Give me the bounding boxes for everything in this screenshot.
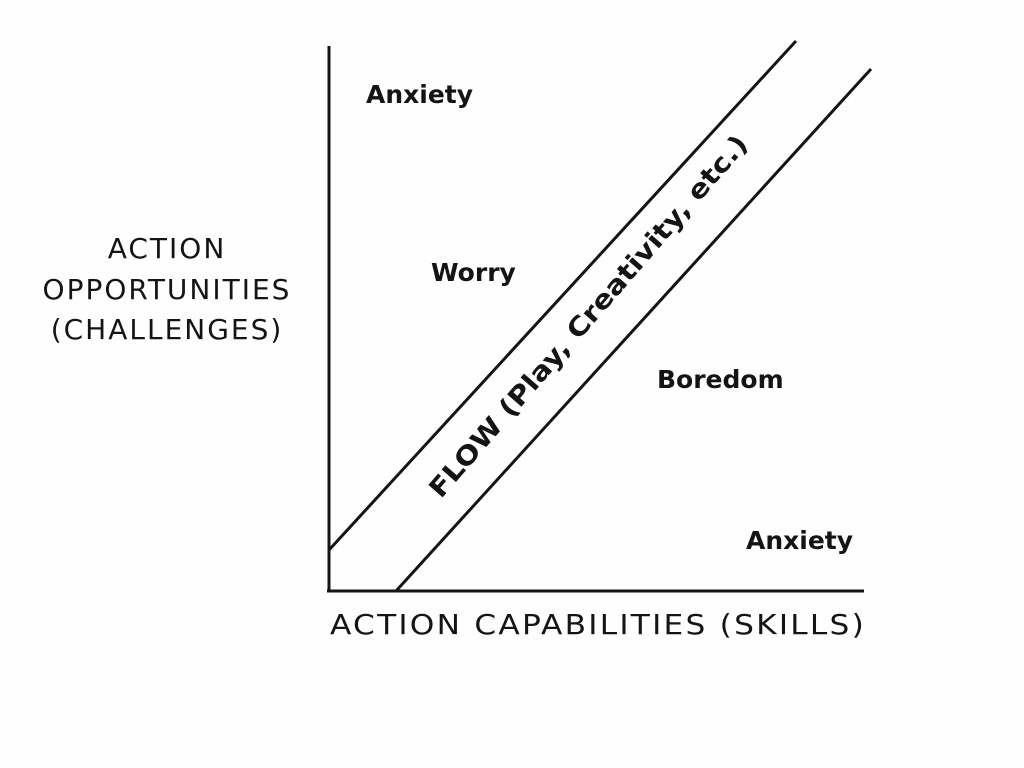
flow-lower-boundary [394,67,873,593]
flow-band-label: FLOW (Play, Creativity, etc.) [423,130,754,504]
y-axis-label-line-1: ACTION [108,232,227,265]
x-axis-label: ACTION CAPABILITIES (SKILLS) [330,608,866,641]
y-axis-label-line-2: OPPORTUNITIES [43,273,292,306]
flow-upper-boundary [327,39,798,552]
region-label-anxiety-top: Anxiety [366,80,473,109]
y-axis-label-line-3: (CHALLENGES) [51,313,284,346]
region-label-worry: Worry [431,258,516,287]
region-label-anxiety-bottom: Anxiety [746,526,853,555]
region-label-boredom: Boredom [657,365,784,394]
